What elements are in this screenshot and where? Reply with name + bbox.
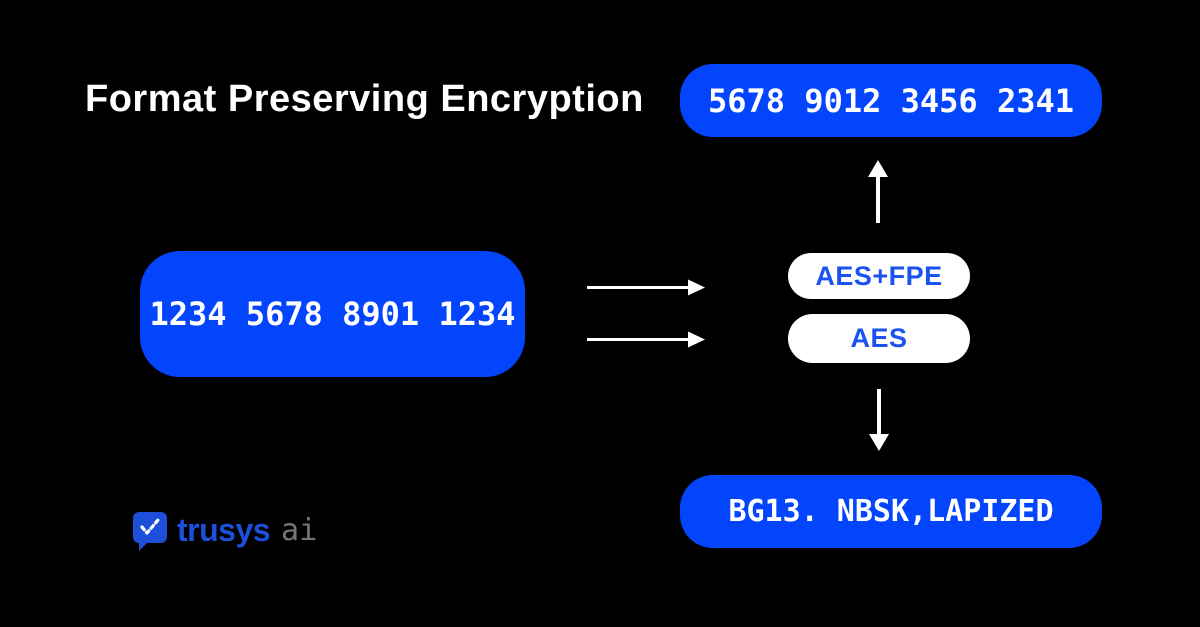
- aes-fpe-method-label: AES+FPE: [815, 260, 943, 291]
- arrow-fpe-to-output-icon: [868, 160, 888, 223]
- input-card-number-text: 1234 5678 8901 1234: [149, 295, 516, 333]
- aes-output-box: BG13. NBSK,LAPIZED: [680, 475, 1102, 548]
- aes-output-text: BG13. NBSK,LAPIZED: [728, 494, 1054, 529]
- input-card-number-box: 1234 5678 8901 1234: [140, 251, 525, 377]
- brand-name-text: trusys: [177, 511, 271, 548]
- aes-method-pill: AES: [788, 314, 970, 363]
- arrow-input-to-aes-icon: [587, 331, 705, 348]
- aes-fpe-method-pill: AES+FPE: [788, 253, 970, 299]
- brand-suffix-text: ai: [281, 512, 318, 548]
- speech-bubble-check-icon: [133, 512, 167, 551]
- aes-method-label: AES: [850, 323, 908, 353]
- arrow-input-to-fpe-icon: [587, 279, 705, 296]
- page-title: Format Preserving Encryption: [85, 78, 644, 120]
- arrow-aes-to-output-icon: [869, 389, 889, 451]
- fpe-output-box: 5678 9012 3456 2341: [680, 64, 1102, 137]
- brand-logo: trusys ai: [132, 508, 317, 552]
- fpe-output-text: 5678 9012 3456 2341: [707, 81, 1075, 120]
